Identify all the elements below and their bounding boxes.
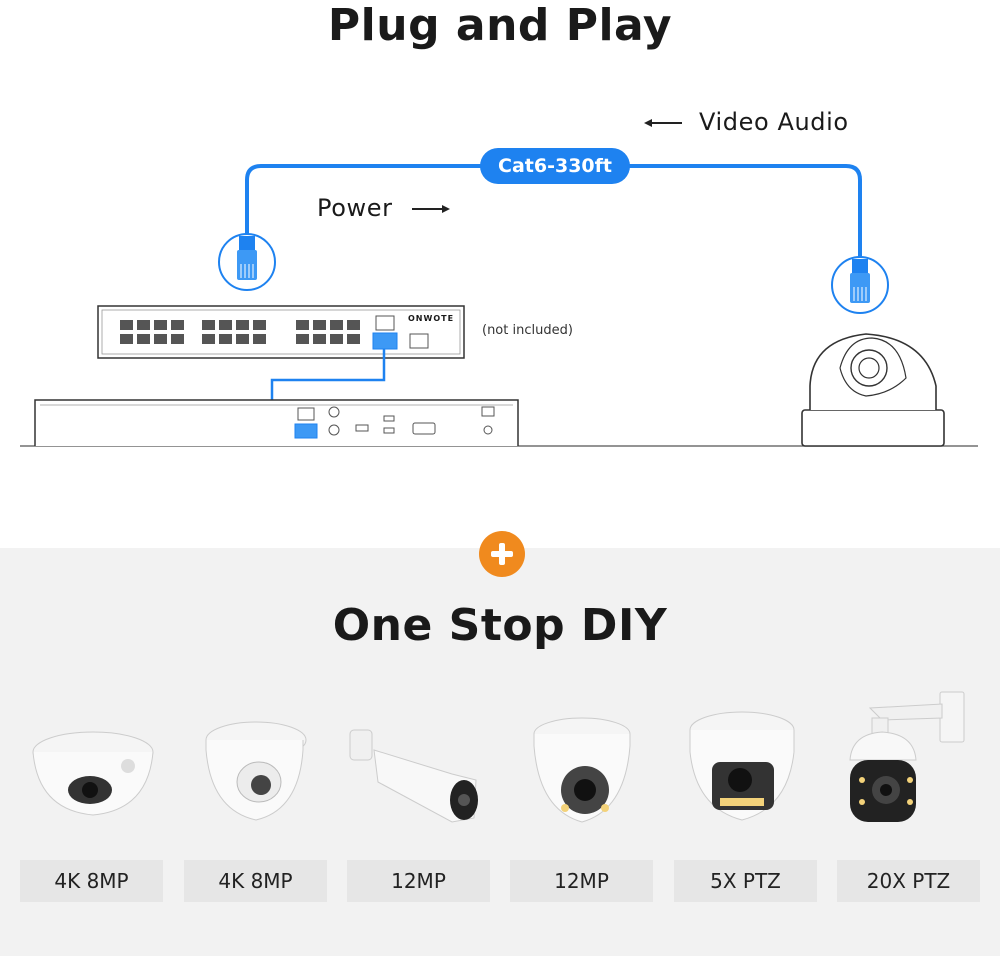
camera-label: 4K 8MP: [20, 860, 163, 902]
camera-label: 5X PTZ: [674, 860, 817, 902]
power-arrow: [412, 205, 450, 213]
connection-diagram: [20, 119, 978, 447]
plus-icon: [479, 531, 525, 577]
ptz-speed-dome-camera-icon: [849, 691, 965, 822]
bullet-camera-icon: [349, 729, 478, 823]
not-included-note: (not included): [482, 323, 573, 338]
switch-brand-label: ONWOTE: [408, 314, 455, 323]
dome-camera-icon: [801, 333, 945, 447]
turret-camera-icon: [205, 721, 307, 821]
camera-label: 4K 8MP: [184, 860, 327, 902]
video-audio-arrow: [644, 119, 682, 127]
mini-dome-camera-icon: [32, 731, 154, 816]
one-stop-diy-panel: [0, 548, 1000, 956]
camera-label: 12MP: [347, 860, 490, 902]
ptz-turret-camera-icon: [689, 711, 795, 821]
plug-and-play-title: Plug and Play: [327, 0, 673, 51]
one-stop-diy-title: One Stop DIY: [332, 600, 668, 651]
power-label: Power: [317, 194, 393, 222]
poe-switch-icon: [97, 305, 465, 359]
video-audio-label: Video Audio: [699, 108, 849, 136]
rj45-plug-right-icon: [831, 256, 889, 314]
camera-label: 12MP: [510, 860, 653, 902]
camera-label: 20X PTZ: [837, 860, 980, 902]
turret-camera-icon: [533, 717, 631, 823]
rj45-plug-left-icon: [218, 233, 276, 291]
cable-length-badge: Cat6-330ft: [480, 148, 630, 184]
